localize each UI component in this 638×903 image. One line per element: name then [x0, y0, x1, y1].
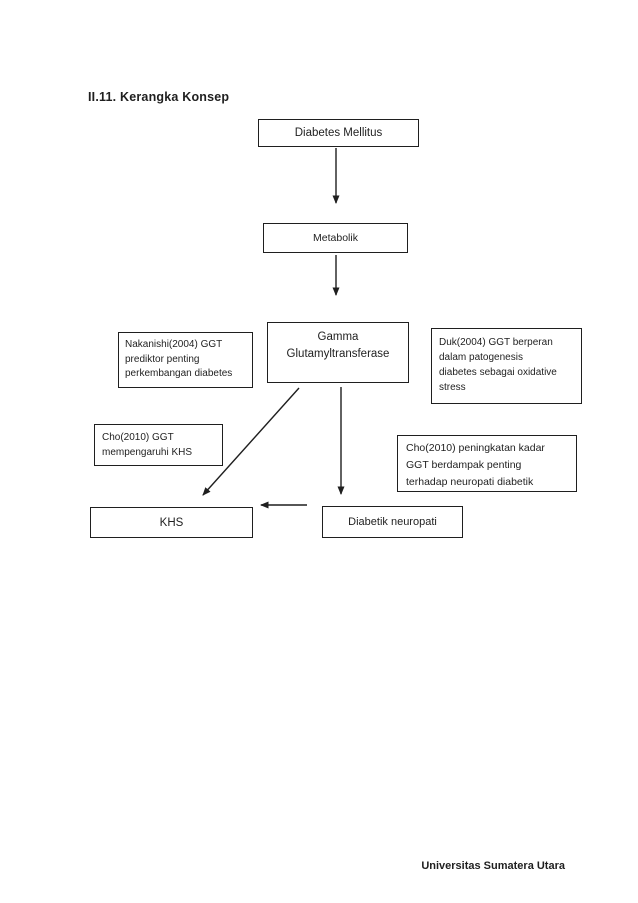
annotation-cho-2010-neuropati: Cho(2010) peningkatan kadar GGT berdampa… — [397, 435, 577, 492]
node-diabetik-neuropati: Diabetik neuropati — [322, 506, 463, 538]
page-footer: Universitas Sumatera Utara — [421, 860, 565, 872]
annotation-nakanishi-2004: Nakanishi(2004) GGT prediktor penting pe… — [118, 332, 253, 388]
node-khs: KHS — [90, 507, 253, 538]
node-gamma-glutamyltransferase: Gamma Glutamyltransferase — [267, 322, 409, 383]
annotation-cho-2010-khs: Cho(2010) GGT mempengaruhi KHS — [94, 424, 223, 466]
node-metabolik: Metabolik — [263, 223, 408, 253]
annotation-duk-2004: Duk(2004) GGT berperan dalam patogenesis… — [431, 328, 582, 404]
section-heading: II.11. Kerangka Konsep — [88, 90, 230, 104]
node-diabetes-mellitus: Diabetes Mellitus — [258, 119, 419, 147]
